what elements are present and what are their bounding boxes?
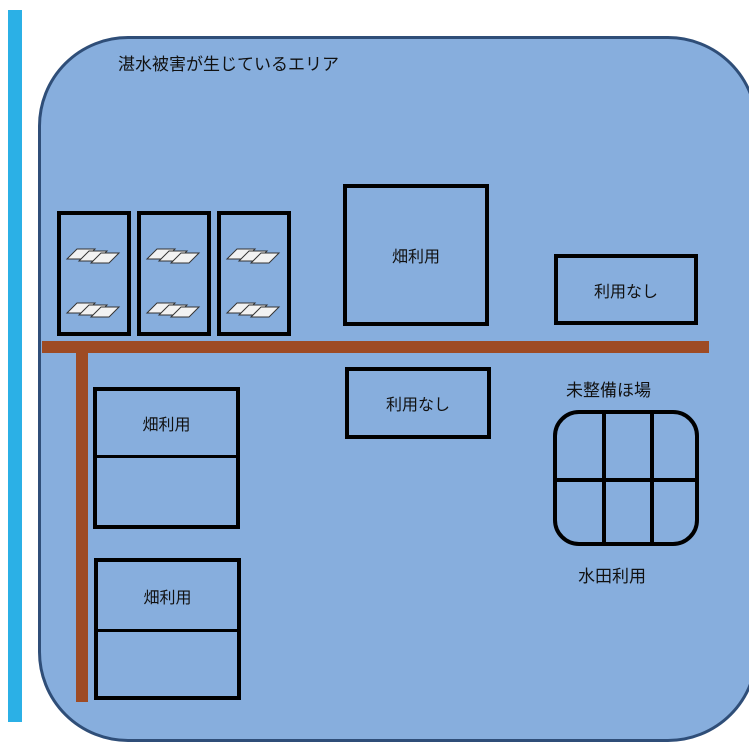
greenhouse-icon (145, 248, 201, 264)
plot-field-lower-1: 畑利用 (93, 387, 240, 529)
greenhouse-icon (225, 302, 281, 318)
greenhouse-icon (65, 248, 121, 264)
paddy-caption-bottom: 水田利用 (578, 567, 646, 587)
plot-field-lower-2: 畑利用 (94, 558, 241, 700)
greenhouse-icon (225, 248, 281, 264)
river-strip (8, 10, 22, 722)
plot-none-right: 利用なし (554, 254, 698, 325)
road-horizontal (42, 341, 709, 353)
greenhouse-icon (65, 302, 121, 318)
plot-label: 畑利用 (143, 587, 192, 607)
plot-label: 利用なし (593, 281, 658, 301)
paddy-grid (553, 410, 699, 546)
greenhouse-plot-3 (217, 211, 291, 336)
greenhouse-icon (145, 302, 201, 318)
flood-area-title: 湛水被害が生じているエリア (118, 55, 339, 75)
plot-label: 利用なし (385, 395, 450, 414)
plot-field-top: 畑利用 (343, 184, 489, 326)
paddy-caption-top: 未整備ほ場 (566, 381, 651, 401)
greenhouse-plot-2 (137, 211, 211, 336)
plot-label: 畑利用 (391, 247, 440, 266)
plot-label: 畑利用 (142, 415, 191, 434)
road-vertical (76, 350, 88, 702)
greenhouse-plot-1 (57, 211, 131, 336)
plot-none-middle: 利用なし (345, 367, 491, 439)
